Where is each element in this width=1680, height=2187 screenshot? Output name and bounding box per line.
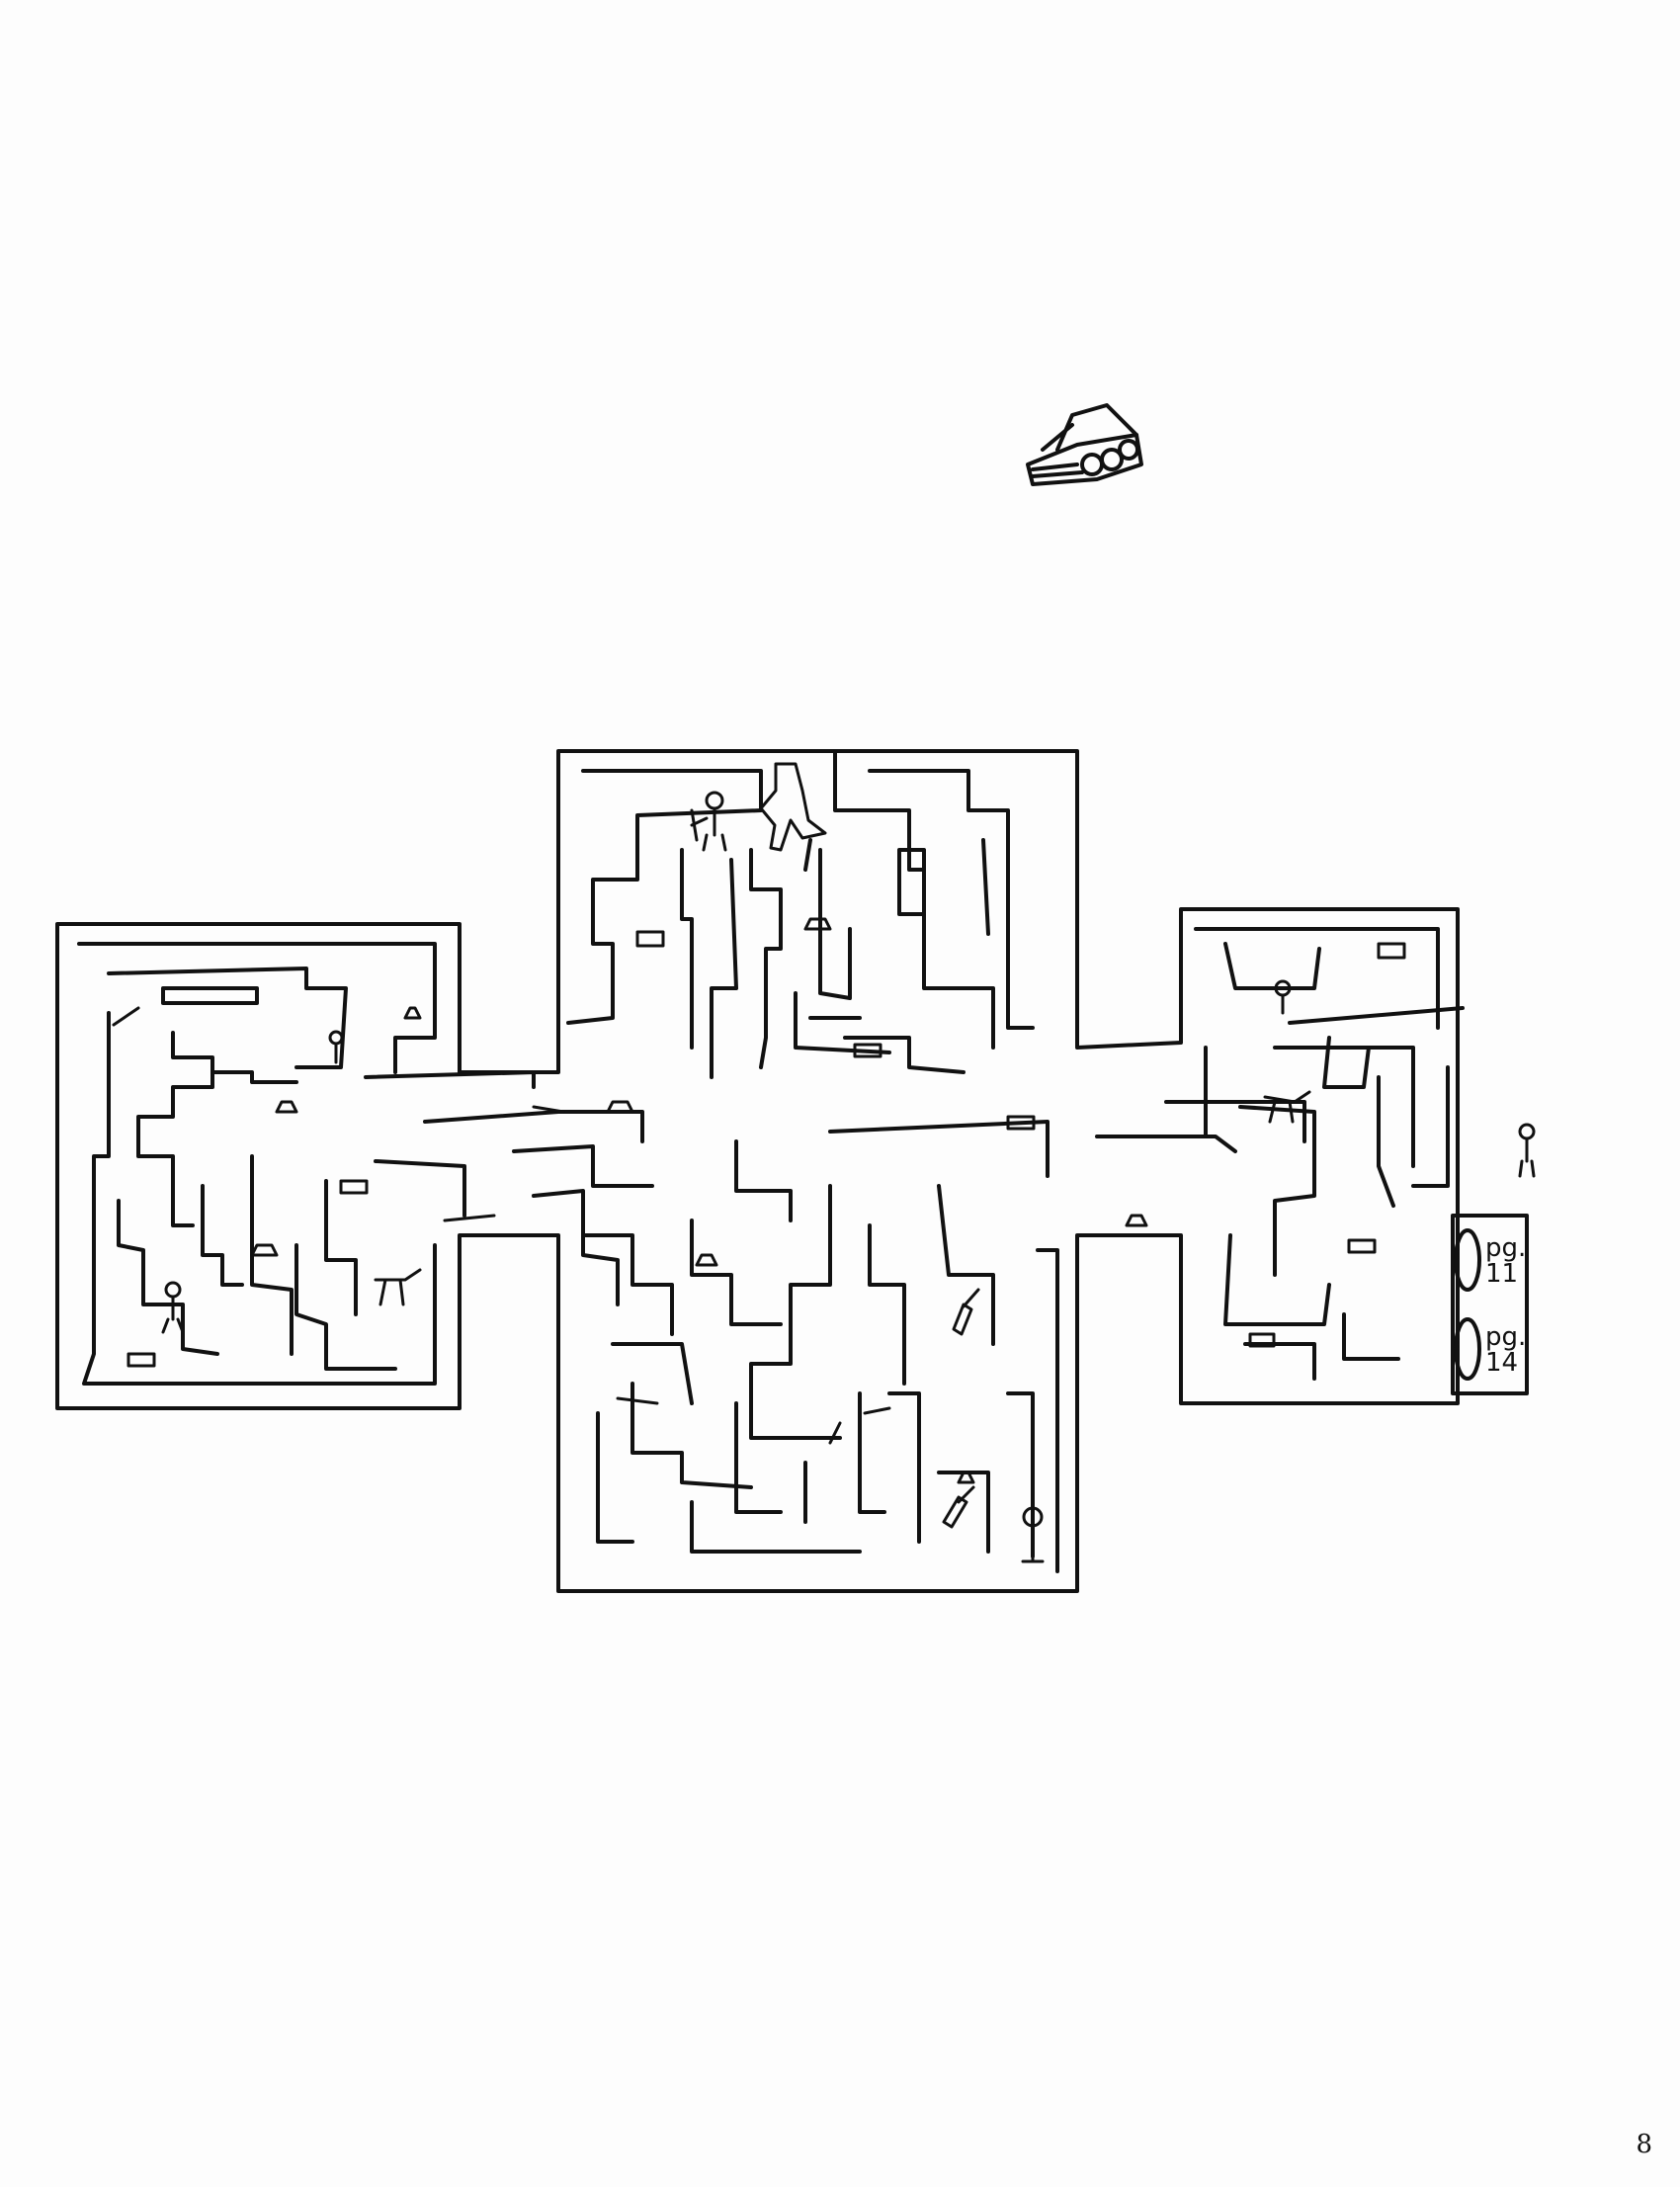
page-number: 8	[1636, 2130, 1652, 2159]
door-icon	[1454, 1228, 1481, 1292]
exit-label-pg-11[interactable]: pg. 11	[1485, 1233, 1527, 1289]
maze-outer-wall	[55, 749, 1460, 1593]
exit-label-pg-14[interactable]: pg. 14	[1485, 1322, 1527, 1378]
exit-box	[1451, 1214, 1529, 1395]
door-icon	[1454, 1317, 1481, 1381]
tank-icon	[1026, 403, 1143, 486]
